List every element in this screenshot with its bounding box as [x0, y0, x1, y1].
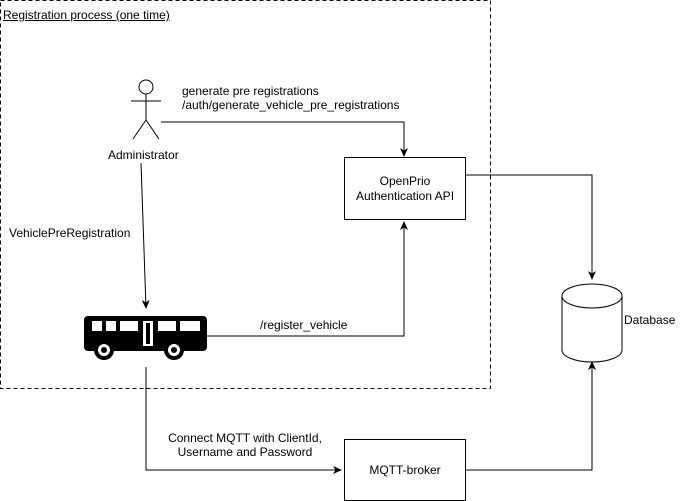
mqtt-broker-node: MQTT-broker	[344, 439, 466, 501]
api-node-label-line1: OpenPrio	[379, 173, 431, 188]
api-node-label-line2: Authentication API	[355, 188, 455, 203]
edge-vehicle-to-api	[207, 221, 408, 337]
edge-admin-to-api	[161, 121, 408, 157]
vehicle-bus-icon	[84, 316, 207, 360]
registration-boundary	[0, 0, 491, 389]
boundary-title: Registration process (one time)	[3, 8, 170, 22]
edge-admin-to-api-label-line1: generate pre registrations	[182, 84, 319, 98]
mqtt-broker-label: MQTT-broker	[369, 462, 441, 477]
api-node: OpenPrio Authentication API	[344, 157, 466, 220]
database-cylinder-icon	[561, 283, 623, 363]
edge-api-to-database	[466, 174, 596, 280]
edge-vehicle-to-broker	[145, 367, 342, 474]
administrator-actor-icon	[131, 79, 161, 140]
edge-vehicle-to-broker-label-line1: Connect MQTT with ClientId,	[168, 431, 322, 445]
edge-vehicle-to-broker-label-line2: Username and Password	[177, 445, 313, 459]
database-label: Database	[624, 313, 676, 327]
edge-admin-to-vehicle	[140, 162, 150, 309]
edge-admin-to-vehicle-label: VehiclePreRegistration	[9, 226, 131, 240]
edge-broker-to-database	[466, 361, 596, 471]
administrator-label: Administrator	[108, 148, 179, 162]
edge-vehicle-to-api-label: /register_vehicle	[260, 318, 348, 332]
edge-admin-to-api-label-line2: /auth/generate_vehicle_pre_registrations	[182, 98, 400, 112]
